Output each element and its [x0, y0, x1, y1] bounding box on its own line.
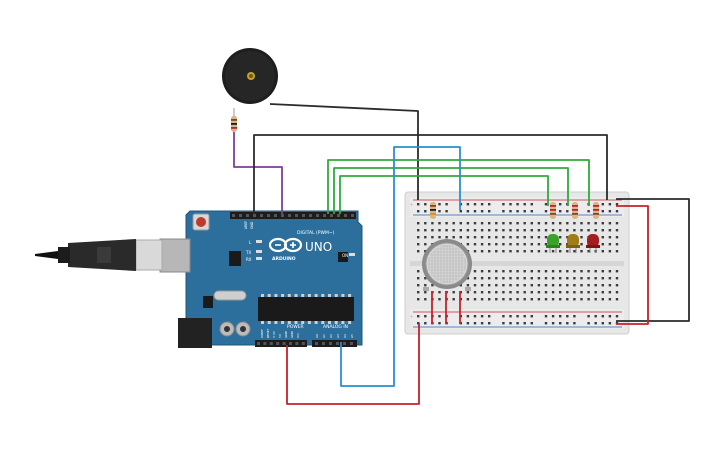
led-yellow[interactable] — [566, 234, 580, 253]
reset-label: RESET — [266, 328, 270, 338]
rail-plus-label-bottom: + — [410, 314, 413, 319]
rx-label: RX — [246, 257, 252, 262]
power-label: POWER — [287, 324, 304, 330]
power-jack — [178, 318, 212, 348]
wire-red-rail-bridge[interactable] — [616, 205, 649, 325]
atmega-chip — [258, 297, 354, 321]
aref-label: AREF — [244, 221, 248, 229]
led-resistor-green[interactable] — [550, 202, 556, 219]
crystal — [213, 290, 247, 301]
led-l-label: L — [249, 240, 252, 245]
led-resistor-yellow[interactable] — [572, 202, 578, 219]
usb-cable[interactable] — [35, 239, 163, 271]
piezo-buzzer[interactable] — [222, 48, 278, 104]
reset-button[interactable] — [196, 217, 206, 227]
led-resistor-red[interactable] — [593, 202, 599, 219]
ioref-label: IOREF — [260, 329, 264, 338]
wire-green-3[interactable] — [339, 175, 549, 214]
v33-label: 3.3V — [272, 330, 276, 338]
gnd-label-2: GND — [284, 330, 288, 338]
rail-minus-label-top: - — [410, 210, 412, 215]
a5-label: A5 — [350, 334, 354, 338]
wire-red-5v[interactable] — [286, 323, 420, 405]
sensor-resistor[interactable] — [430, 202, 436, 219]
wire-black-buzzer[interactable] — [269, 103, 419, 200]
rail-minus-label-bottom: - — [410, 322, 412, 327]
a2-label: A2 — [329, 334, 333, 338]
gnd-label-3: GND — [290, 330, 294, 338]
a4-label: A4 — [343, 334, 347, 338]
a0-label: A0 — [315, 334, 319, 338]
rail-plus-label-top: + — [410, 202, 413, 207]
digital-header — [230, 212, 356, 219]
wire-green-1[interactable] — [327, 159, 590, 214]
arduino-uno-board[interactable]: UNO ARDUINO DIGITAL (PWM~) POWER ANALOG … — [159, 210, 363, 348]
wire-green-2[interactable] — [333, 167, 569, 214]
a3-label: A3 — [336, 334, 340, 338]
v5-label: 5V — [278, 333, 282, 338]
wire-black-gnd[interactable] — [253, 134, 608, 214]
gnd-label: GND — [250, 221, 254, 229]
analog-header — [312, 340, 357, 347]
arduino-logo — [268, 237, 303, 253]
board-brand-label: ARDUINO — [272, 256, 296, 262]
usb-port — [159, 238, 191, 273]
gas-sensor[interactable] — [422, 239, 472, 291]
power-header — [255, 340, 307, 347]
board-model-label: UNO — [305, 240, 332, 254]
wire-blue-sensor[interactable] — [340, 146, 461, 387]
tx-label: TX — [245, 250, 251, 255]
wire-purple-buzzer[interactable] — [233, 132, 283, 214]
breadboard[interactable]: + - + - — [404, 191, 630, 335]
buzzer-resistor[interactable] — [231, 108, 237, 132]
on-label: ON — [342, 253, 348, 258]
led-red[interactable] — [586, 234, 600, 253]
led-green[interactable] — [546, 234, 560, 253]
analog-in-label: ANALOG IN — [323, 324, 348, 330]
digital-pwm-label: DIGITAL (PWM~) — [297, 230, 335, 236]
wire-black-rail-bridge[interactable] — [616, 198, 690, 322]
vin-label: Vin — [296, 333, 300, 338]
a1-label: A1 — [322, 334, 326, 338]
